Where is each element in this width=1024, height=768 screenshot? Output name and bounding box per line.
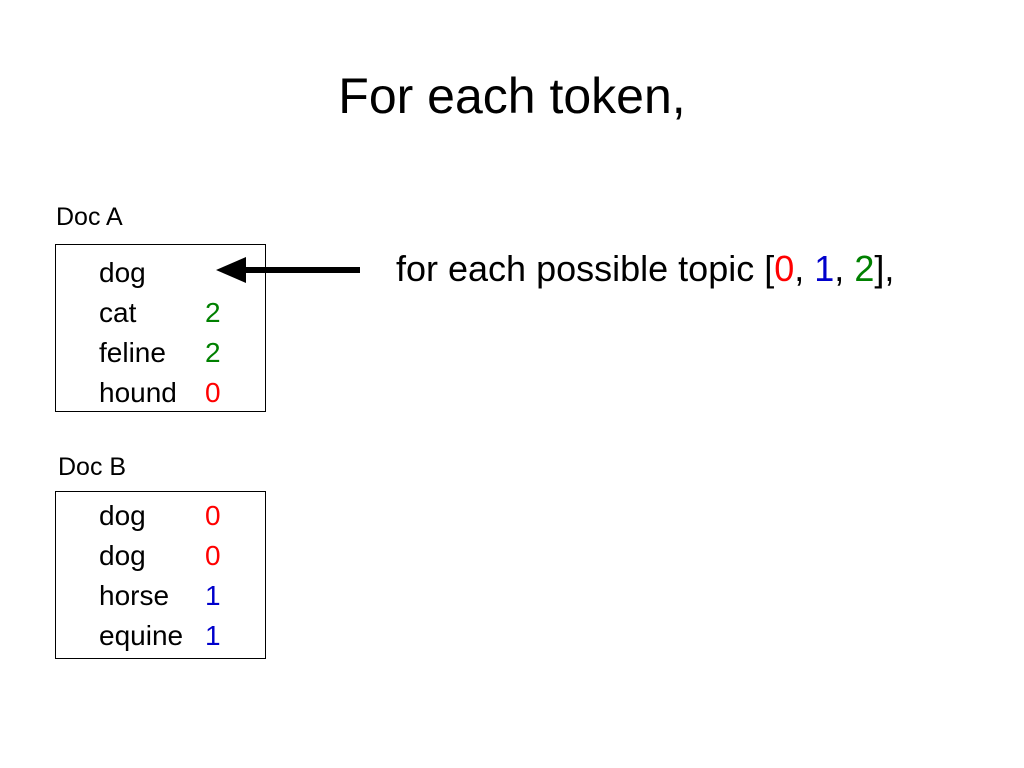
caption-topic-2: 2 (854, 248, 875, 289)
doc-a-token-row: feline 2 (99, 333, 221, 373)
caption-topic-1: 1 (814, 248, 835, 289)
doc-b-label: Doc B (58, 453, 127, 481)
token-word: cat (99, 297, 137, 328)
token-word: dog (99, 500, 146, 531)
caption-separator: , (834, 248, 855, 289)
token-topic: 2 (205, 297, 221, 328)
token-word: dog (99, 257, 146, 288)
token-word: horse (99, 580, 170, 611)
token-topic: 1 (205, 580, 221, 611)
token-word: equine (99, 620, 184, 651)
token-word: feline (99, 337, 166, 368)
doc-b-token-row: horse 1 (99, 576, 221, 616)
left-arrow-icon (216, 257, 360, 283)
token-word: dog (99, 540, 146, 571)
caption-suffix: ], (874, 248, 895, 289)
token-topic: 0 (205, 540, 221, 571)
doc-b-token-row: dog 0 (99, 496, 221, 536)
doc-b-token-row: dog 0 (99, 536, 221, 576)
doc-a-token-row: dog (99, 253, 205, 293)
token-topic: 1 (205, 620, 221, 651)
doc-a-token-row: hound 0 (99, 373, 221, 413)
topic-loop-caption: for each possible topic [0, 1, 2], (396, 246, 894, 292)
token-topic: 0 (205, 377, 221, 408)
token-word: hound (99, 377, 177, 408)
doc-a-token-row: cat 2 (99, 293, 221, 333)
doc-a-label: Doc A (56, 203, 123, 231)
slide-title: For each token, (338, 68, 686, 124)
token-topic: 2 (205, 337, 221, 368)
doc-b-token-row: equine 1 (99, 616, 221, 656)
caption-topic-0: 0 (774, 248, 795, 289)
caption-separator: , (794, 248, 815, 289)
token-topic: 0 (205, 500, 221, 531)
caption-prefix: for each possible topic [ (396, 248, 775, 289)
doc-a-box: dog cat 2 feline 2 hound 0 (55, 244, 266, 412)
doc-b-box: dog 0 dog 0 horse 1 equine 1 (55, 491, 266, 659)
